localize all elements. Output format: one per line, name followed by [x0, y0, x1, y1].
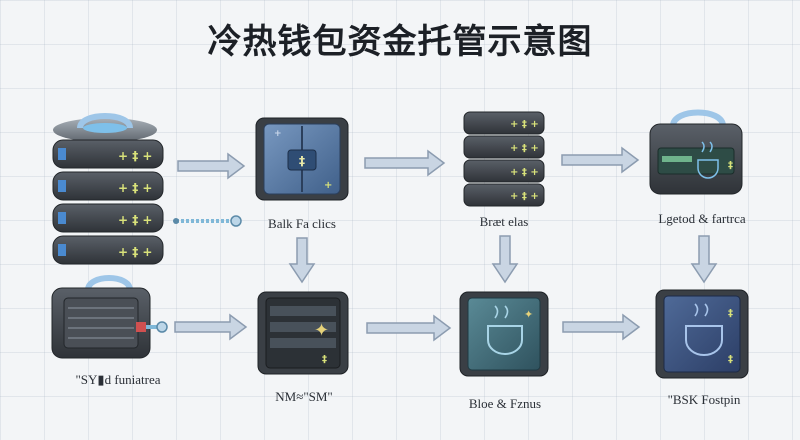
arrow-right	[364, 149, 446, 177]
hsm-module-icon: ✦ ‡	[257, 291, 349, 375]
arrows	[174, 146, 718, 342]
arrow-right	[562, 313, 641, 341]
hardware-server-icon	[51, 275, 168, 359]
server-rack-icon: + ‡ + + ‡ + + ‡ + + ‡ +	[463, 111, 545, 207]
svg-text:+ ‡ +: + ‡ +	[118, 245, 152, 259]
arrow-right	[561, 146, 640, 174]
arrow-right	[366, 314, 452, 342]
vault-panel-icon: ‡ + +	[255, 117, 349, 201]
label-bsk-fostpin: "BSK Fostpin	[668, 392, 741, 407]
svg-text:+ ‡ +: + ‡ +	[118, 181, 152, 195]
svg-text:‡: ‡	[728, 308, 733, 319]
arrow-down	[690, 235, 718, 284]
svg-text:+ ‡ +: + ‡ +	[510, 167, 539, 178]
arrow-down	[288, 237, 316, 284]
arrow-right	[177, 152, 246, 180]
svg-text:✦: ✦	[314, 320, 329, 341]
label-system-infrastructure: "SY▮d funiatrea	[75, 372, 160, 387]
svg-text:+ ‡ +: + ‡ +	[118, 213, 152, 227]
svg-text:‡: ‡	[322, 354, 327, 365]
svg-text:+ ‡ +: + ‡ +	[510, 119, 539, 130]
svg-text:✦: ✦	[524, 308, 533, 321]
diagram-title: 冷热钱包资金托管示意图	[207, 22, 593, 62]
svg-text:+: +	[274, 129, 282, 139]
label-ledger-reference: Lgetod & fartrca	[658, 211, 746, 226]
label-blue-focus: Bloe & Fznus	[469, 396, 541, 411]
secure-device-icon: ‡	[649, 109, 743, 195]
svg-text:‡: ‡	[299, 154, 305, 168]
arrow-down	[491, 235, 519, 284]
server-stack-icon: + ‡ + + ‡ + + ‡ + + ‡ +	[52, 113, 164, 265]
svg-text:+: +	[324, 180, 332, 191]
cup-panel-icon: ✦	[459, 291, 549, 377]
svg-text:‡: ‡	[728, 160, 733, 171]
svg-text:‡: ‡	[728, 354, 733, 365]
cup-vault-icon: ‡ ‡	[655, 289, 749, 379]
label-bank-facilities: Balk Fa clics	[268, 216, 336, 231]
svg-text:+ ‡ +: + ‡ +	[510, 191, 539, 202]
label-nm-sm: NM≈"SM"	[275, 389, 332, 404]
svg-text:+ ‡ +: + ‡ +	[510, 143, 539, 154]
cable-icon	[173, 215, 242, 227]
label-bank-ledger: Bræt elas	[480, 214, 529, 229]
svg-text:+ ‡ +: + ‡ +	[118, 149, 152, 163]
arrow-right	[174, 313, 248, 341]
